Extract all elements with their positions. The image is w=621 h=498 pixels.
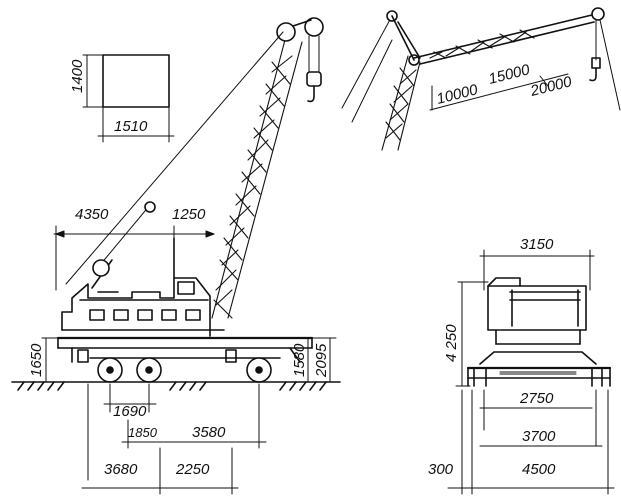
dim-2750: 2750 [519, 390, 554, 407]
dim-1580: 1580 [291, 343, 308, 377]
dim-3700: 3700 [522, 428, 556, 445]
chassis [56, 336, 314, 363]
dim-1400: 1400 [69, 59, 86, 93]
dim-4500: 4500 [522, 461, 556, 478]
dim-1850: 1850 [128, 425, 158, 440]
boom-extension-view: 10000 15000 20000 [341, 7, 621, 151]
dim-3680: 3680 [104, 461, 138, 478]
dim-4250: 4 250 [443, 324, 460, 362]
cab-outline-view: 1400 1510 [69, 54, 175, 143]
dim-10000: 10000 [435, 81, 480, 108]
dim-15000: 15000 [487, 61, 532, 88]
dim-3150: 3150 [520, 236, 554, 253]
dim-300: 300 [428, 461, 454, 478]
dim-1250: 1250 [172, 206, 206, 223]
wheels [97, 357, 272, 383]
dim-2250: 2250 [175, 461, 210, 478]
dim-1690: 1690 [113, 403, 147, 420]
crane-front-view: 3150 4 250 2750 3700 300 [428, 236, 615, 495]
dim-2095: 2095 [313, 343, 330, 378]
dim-1510: 1510 [114, 118, 148, 135]
crane-side-view: 4350 1250 1650 1580 2095 1690 1850 3580 … [11, 17, 341, 495]
upper-carriage [61, 237, 225, 337]
dim-4350: 4350 [75, 206, 109, 223]
dim-20000: 20000 [528, 73, 574, 100]
dim-3580: 3580 [192, 424, 226, 441]
ground-line [11, 381, 341, 391]
dim-1650: 1650 [28, 343, 45, 377]
lattice-boom [211, 35, 303, 319]
